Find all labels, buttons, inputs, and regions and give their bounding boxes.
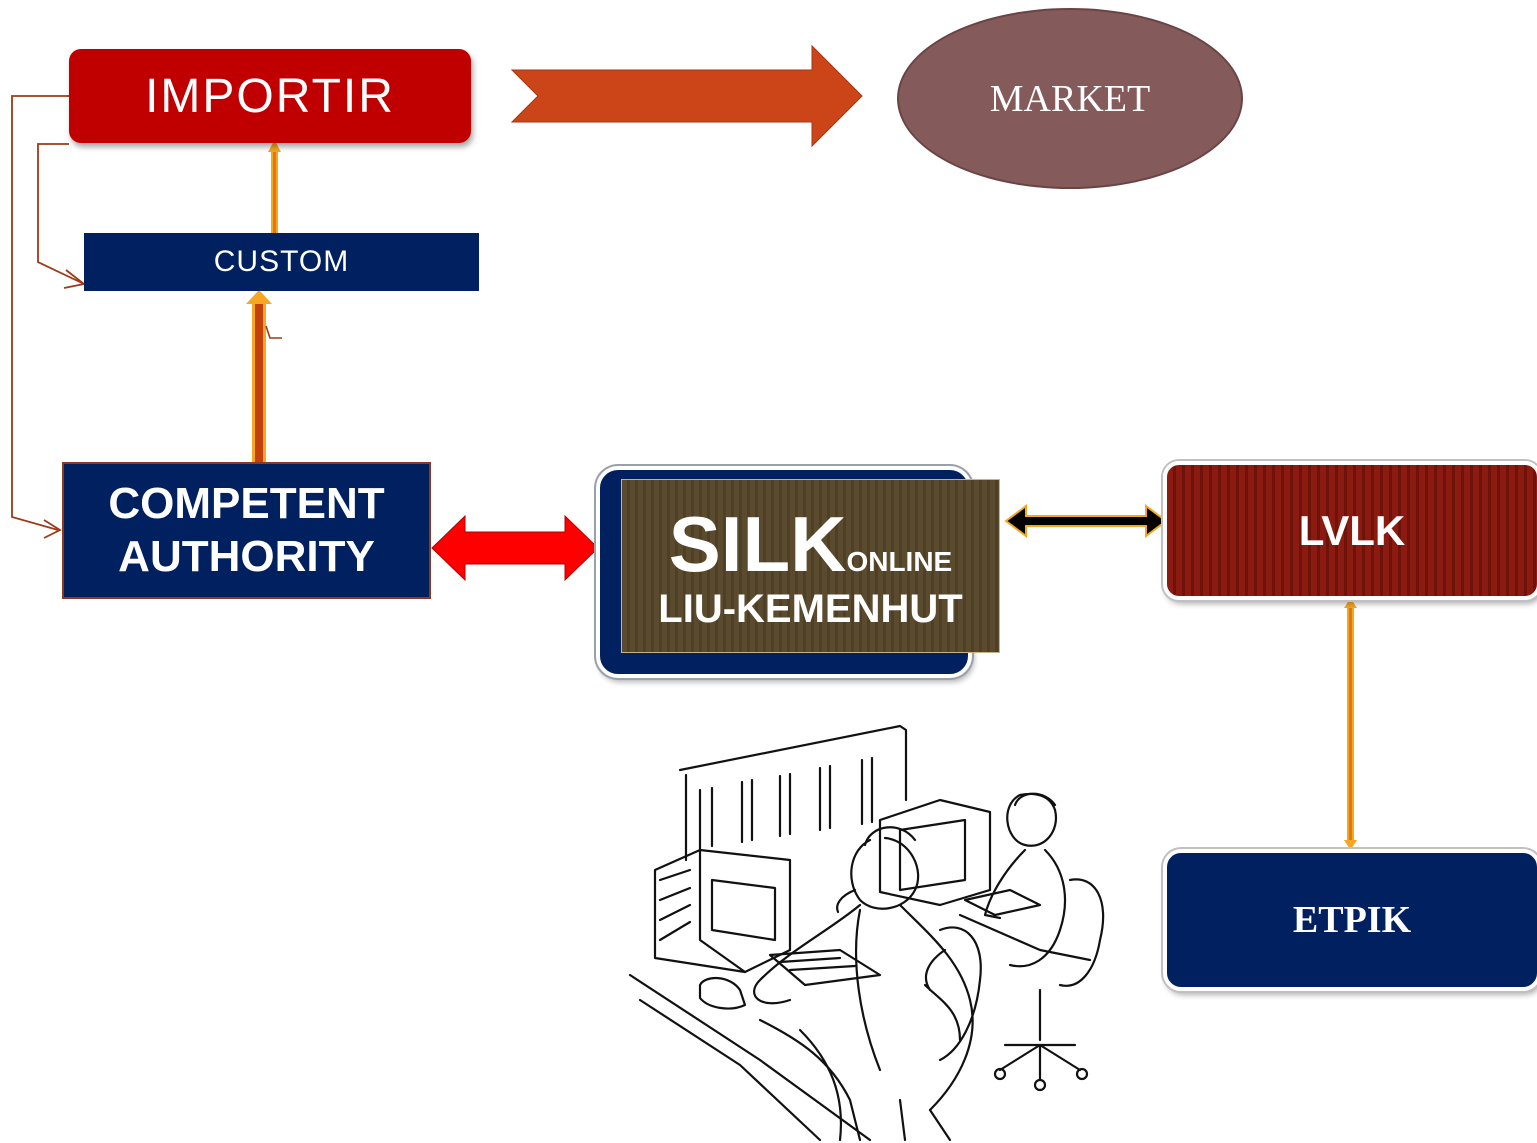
custom-label: CUSTOM xyxy=(213,245,350,278)
etpik-label: ETPIK xyxy=(1292,899,1412,941)
authority-arrowhead xyxy=(43,519,62,539)
lvlk-label: LVLK xyxy=(1298,506,1406,554)
custom-to-importir-head xyxy=(268,140,281,152)
lvlk-etpik-core xyxy=(1349,606,1352,844)
silk-title: SILKONLINE xyxy=(669,505,952,583)
lvlk-etpik-head-top xyxy=(1344,598,1357,608)
importir-to-custom-line xyxy=(37,143,83,284)
lvlk-etpik-head-bottom xyxy=(1344,840,1357,850)
custom-to-importir-core xyxy=(273,148,276,234)
small-tick-mark xyxy=(265,325,282,339)
lvlk-box: LVLK xyxy=(1163,461,1537,600)
etpik-box: ETPIK xyxy=(1163,849,1537,991)
authority-to-custom-head xyxy=(246,290,272,304)
competent-authority-box: COMPETENT AUTHORITY xyxy=(62,462,431,599)
silk-subtitle: LIU-KEMENHUT xyxy=(658,587,963,631)
silk-suffix-label: ONLINE xyxy=(846,546,953,577)
importir-label: IMPORTIR xyxy=(145,69,395,123)
authority-to-custom-core xyxy=(255,300,263,462)
custom-box: CUSTOM xyxy=(84,233,479,291)
silk-main-label: SILK xyxy=(668,500,847,588)
authority-label-line2: AUTHORITY xyxy=(118,531,375,581)
market-label: MARKET xyxy=(989,77,1151,120)
market-ellipse: MARKET xyxy=(897,8,1243,189)
importir-to-authority-line xyxy=(11,95,69,531)
authority-label-line1: COMPETENT xyxy=(108,478,385,528)
importir-box: IMPORTIR xyxy=(69,49,471,143)
importir-to-market-arrow xyxy=(510,44,863,148)
silk-online-box: SILKONLINE LIU-KEMENHUT xyxy=(621,479,1000,653)
